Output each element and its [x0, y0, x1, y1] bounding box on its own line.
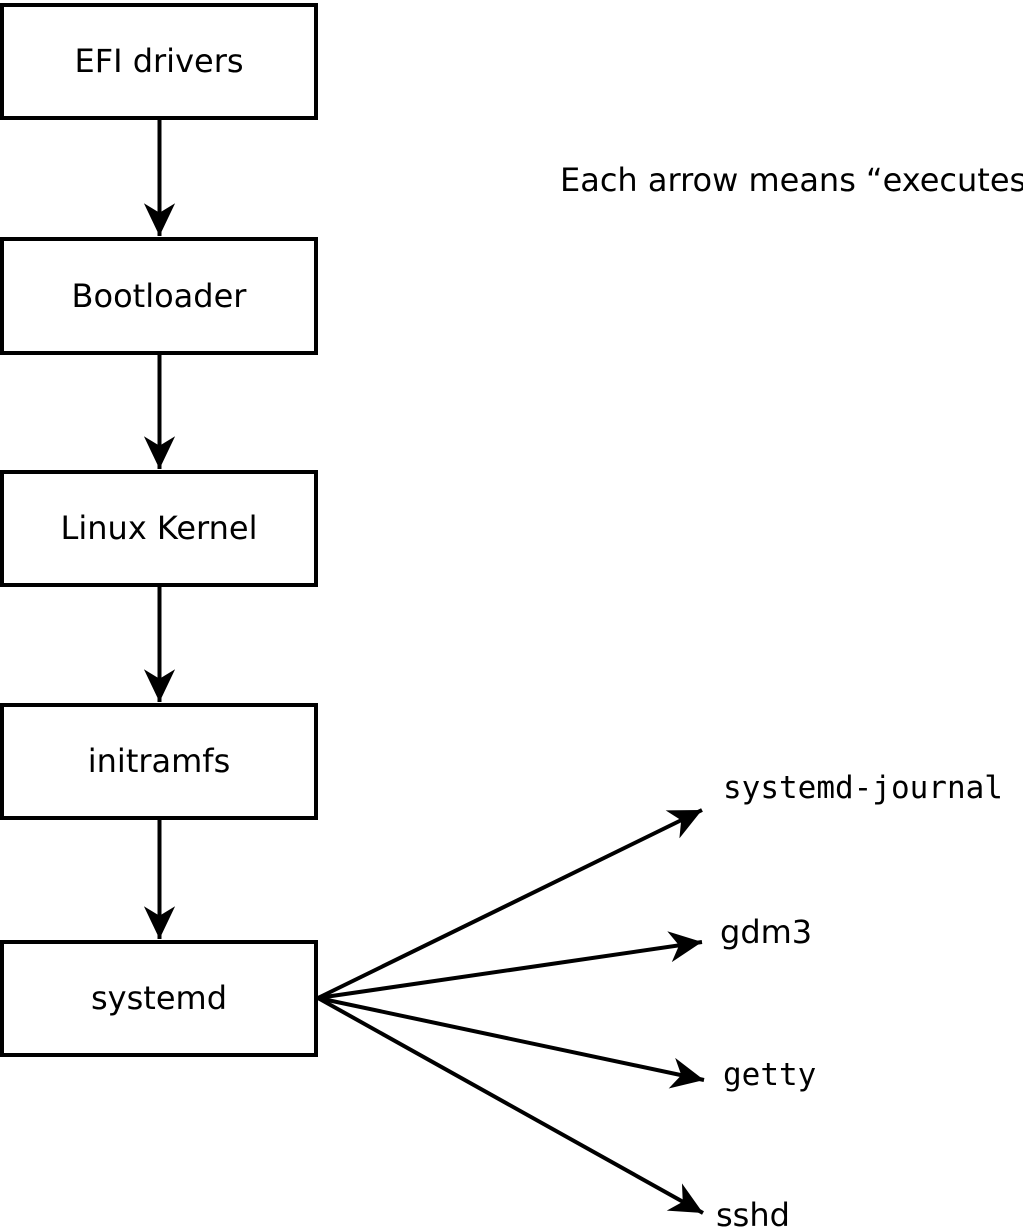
- node-bootloader: Bootloader: [0, 237, 318, 355]
- arrow-systemd-to-getty: [317, 996, 705, 1089]
- service-label-getty: getty: [723, 1057, 817, 1093]
- legend-note: Each arrow means “executes”.: [560, 161, 1023, 199]
- node-systemd-label: systemd: [91, 979, 227, 1018]
- node-efi-drivers: EFI drivers: [0, 3, 318, 120]
- node-bootloader-label: Bootloader: [71, 276, 247, 315]
- node-linux-kernel-label: Linux Kernel: [60, 509, 258, 548]
- node-efi-drivers-label: EFI drivers: [74, 42, 244, 81]
- node-linux-kernel: Linux Kernel: [0, 470, 318, 587]
- arrow-systemd-to-sshd: [317, 996, 704, 1215]
- node-initramfs-label: initramfs: [87, 742, 231, 781]
- service-label-systemd-journal: systemd-journal: [723, 770, 1003, 806]
- service-label-sshd: sshd: [716, 1196, 790, 1230]
- service-label-gdm3: gdm3: [720, 913, 813, 951]
- node-initramfs: initramfs: [0, 703, 318, 820]
- node-systemd: systemd: [0, 940, 318, 1057]
- arrow-systemd-to-gdm3: [317, 931, 703, 1000]
- arrow-systemd-to-journal: [317, 808, 703, 1000]
